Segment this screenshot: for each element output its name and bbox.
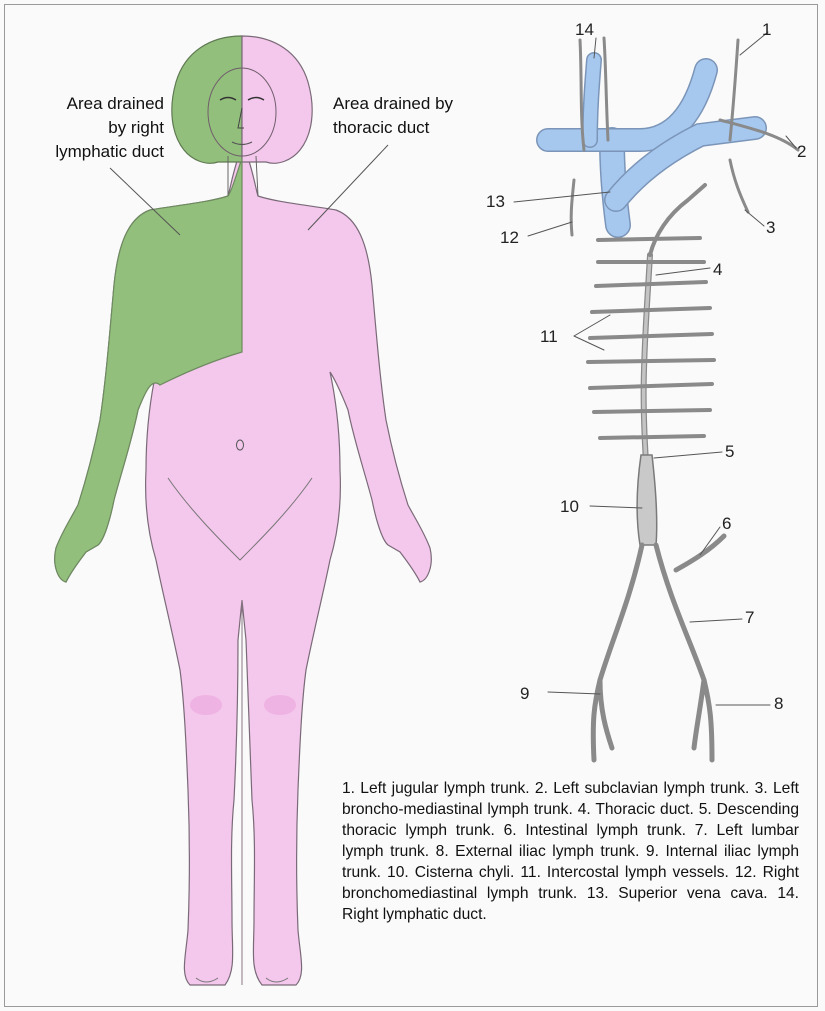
callout-7: 7 (745, 608, 754, 628)
hair-right-side (172, 36, 242, 163)
label-line: lymphatic duct (14, 140, 164, 164)
callout-10: 10 (560, 497, 579, 517)
right-lymphatic-duct-area-label: Area drained by right lymphatic duct (14, 92, 164, 164)
callout-14: 14 (575, 20, 594, 40)
callout-12: 12 (500, 228, 519, 248)
lymphatic-vessel-diagram (514, 32, 798, 760)
label-line: by right (14, 116, 164, 140)
callout-5: 5 (725, 442, 734, 462)
thoracic-duct-area-label: Area drained by thoracic duct (333, 92, 493, 140)
callout-3: 3 (766, 218, 775, 238)
hair-left-side (242, 36, 312, 163)
callout-4: 4 (713, 260, 722, 280)
figure-legend: 1. Left jugular lymph trunk. 2. Left sub… (342, 778, 799, 925)
veins (548, 60, 755, 225)
callout-2: 2 (797, 142, 806, 162)
callout-9: 9 (520, 684, 529, 704)
callout-8: 8 (774, 694, 783, 714)
callout-6: 6 (722, 514, 731, 534)
label-line: thoracic duct (333, 116, 493, 140)
callout-13: 13 (486, 192, 505, 212)
callout-1: 1 (762, 20, 771, 40)
callout-11: 11 (540, 327, 558, 347)
cisterna-chyli (637, 455, 657, 545)
label-line: Area drained (14, 92, 164, 116)
label-line: Area drained by (333, 92, 493, 116)
